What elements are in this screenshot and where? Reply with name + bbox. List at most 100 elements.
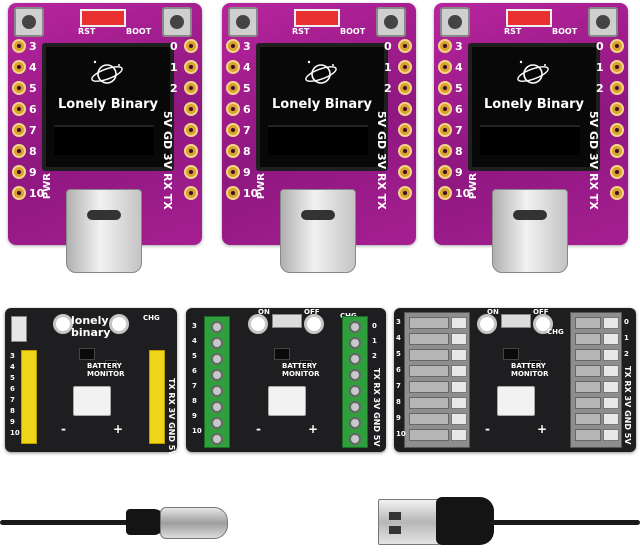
lever-icon: [409, 413, 449, 425]
screw-icon: [211, 353, 223, 365]
screw-terminal: [204, 316, 230, 448]
screw-icon: [211, 321, 223, 333]
pin-pad: [610, 39, 624, 53]
pin-number: 10: [455, 187, 471, 200]
usb-a-plug-housing: [436, 497, 494, 545]
pin-pad: [438, 81, 452, 95]
pin-header-left: [21, 350, 37, 444]
brand-line2: binary: [71, 326, 111, 339]
pin-number: 4: [29, 61, 37, 74]
monitor-label-line1: BATTERY: [511, 362, 546, 370]
wire-slot-icon: [603, 317, 619, 329]
oled-lower-panel: [268, 125, 368, 155]
battery-connector-icon: [73, 386, 111, 416]
lever-icon: [409, 381, 449, 393]
chg-label: CHG: [547, 328, 564, 336]
chg-label: CHG: [143, 314, 160, 322]
pin-number: 9: [192, 412, 197, 420]
lever-terminal: [570, 312, 622, 448]
minus-sign: -: [256, 422, 261, 436]
rst-label: RST: [292, 27, 310, 36]
power-pin-labels: TX RX 3V GND 5V: [623, 366, 632, 445]
wire-slot-icon: [451, 349, 467, 361]
screw-icon: [349, 337, 361, 349]
pin-pad: [610, 60, 624, 74]
pin-pad: [184, 186, 198, 200]
pin-number: 0: [170, 40, 178, 53]
reset-button: [14, 7, 44, 37]
pwr-label: PWR: [468, 173, 479, 200]
screw-icon: [349, 417, 361, 429]
pin-number: 2: [624, 350, 629, 358]
pin-number: 9: [455, 166, 463, 179]
minus-sign: -: [61, 422, 66, 436]
plus-sign: +: [113, 422, 124, 436]
screw-icon: [211, 337, 223, 349]
usb-c-port-icon: [492, 189, 568, 273]
switch-off-label: OFF: [533, 308, 549, 316]
pin-pad: [226, 144, 240, 158]
pin-pad: [12, 186, 26, 200]
pin-number: 1: [624, 334, 629, 342]
planet-icon: [91, 60, 123, 84]
pin-number: 3: [396, 318, 401, 326]
pin-number: 7: [192, 382, 197, 390]
lever-icon: [575, 333, 601, 345]
screw-icon: [211, 433, 223, 445]
pin-number: 5: [29, 82, 37, 95]
cable-wire: [490, 520, 640, 525]
wire-slot-icon: [603, 349, 619, 361]
power-pin-labels: TX RX 3V GND 5V: [167, 378, 176, 457]
pin-pad: [438, 165, 452, 179]
pwr-label: PWR: [42, 173, 53, 200]
wire-slot-icon: [451, 317, 467, 329]
status-led: [294, 9, 340, 27]
wire-slot-icon: [603, 365, 619, 377]
pin-pad: [398, 102, 412, 116]
monitor-label-line2: MONITOR: [511, 370, 549, 378]
pin-number: 5: [10, 374, 15, 382]
pin-pad: [610, 165, 624, 179]
mounting-hole: [109, 314, 129, 334]
pin-pad: [398, 186, 412, 200]
screw-icon: [211, 369, 223, 381]
screw-icon: [349, 321, 361, 333]
monitor-label-line2: MONITOR: [87, 370, 125, 378]
screw-terminal: [342, 316, 368, 448]
pin-number: 10: [396, 430, 406, 438]
switch-on-label: ON: [258, 308, 270, 316]
pin-number: 4: [455, 61, 463, 74]
pin-number: 9: [29, 166, 37, 179]
pin-number: 7: [29, 124, 37, 137]
pin-pad: [398, 60, 412, 74]
pin-number: 3: [29, 40, 37, 53]
usb-c-plug-icon: [160, 507, 228, 539]
pin-pad: [438, 102, 452, 116]
screw-icon: [349, 353, 361, 365]
battery-connector-icon: [497, 386, 535, 416]
ic-chip: [529, 360, 541, 370]
ic-chip: [105, 360, 117, 370]
pin-pad: [184, 165, 198, 179]
brand-line1: lonely: [71, 314, 109, 327]
screw-icon: [211, 417, 223, 429]
pin-number: 9: [10, 418, 15, 426]
screw-icon: [349, 401, 361, 413]
wire-slot-icon: [451, 365, 467, 377]
boot-label: BOOT: [126, 27, 152, 36]
lever-icon: [409, 397, 449, 409]
battery-connector-icon: [268, 386, 306, 416]
wire-slot-icon: [451, 333, 467, 345]
pin-number: 5: [396, 350, 401, 358]
pin-number: 3: [243, 40, 251, 53]
pin-number: 5: [243, 82, 251, 95]
brand-logo: Lonely Binary: [271, 97, 373, 112]
pin-number: 5: [455, 82, 463, 95]
pin-pad: [226, 165, 240, 179]
pin-number: 0: [624, 318, 629, 326]
lever-icon: [409, 349, 449, 361]
pin-pad: [226, 81, 240, 95]
